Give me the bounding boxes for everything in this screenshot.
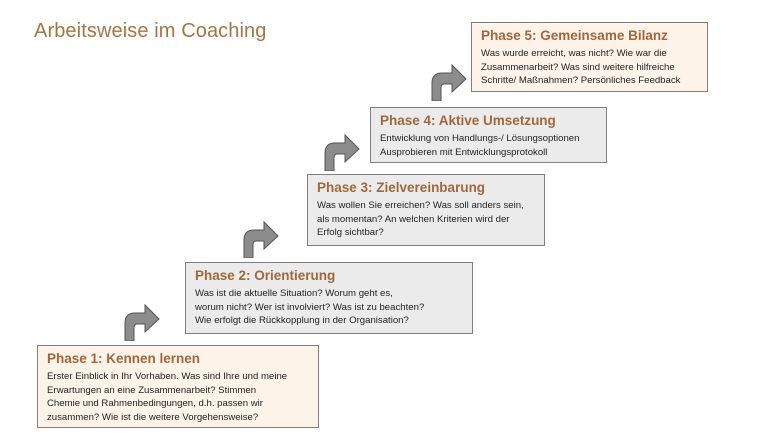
- phase-5-title: Phase 5: Gemeinsame Bilanz: [481, 28, 668, 43]
- phase-4-text-line-2: Ausprobieren mit Entwicklungsprotokoll: [380, 146, 548, 158]
- phase-5-text-line-1: Was wurde erreicht, was nicht? Wie war d…: [481, 48, 667, 59]
- phase-3-text-line-2: als momentan? An welchen Kriterien wird …: [317, 213, 510, 225]
- phase-1-text-line-4: zusammen? Wie ist die weitere Vorgehensw…: [47, 412, 259, 424]
- phase-5-text-line-3: Schritte/ Maßnahmen? Persönliches Feedba…: [481, 75, 681, 87]
- phase-4-title: Phase 4: Aktive Umsetzung: [380, 113, 556, 128]
- phase-2-text-line-2: worum nicht? Wer ist involviert? Was ist…: [195, 301, 425, 313]
- curved-up-right-arrow-icon: [324, 133, 360, 171]
- phase-3-text-line-1: Was wollen Sie erreichen? Was soll ander…: [317, 200, 524, 211]
- phase-4-box: Phase 4: Aktive Umsetzung Entwicklung vo…: [370, 107, 607, 163]
- phase-2-title: Phase 2: Orientierung: [195, 268, 336, 283]
- phase-1-title: Phase 1: Kennen lernen: [47, 351, 201, 366]
- phase-3-box: Phase 3: Zielvereinbarung Was wollen Sie…: [307, 174, 545, 246]
- phase-1-text-line-1: Erster Einblick in Ihr Vorhaben. Was sin…: [47, 371, 288, 382]
- phase-2-box: Phase 2: Orientierung Was ist die aktuel…: [185, 262, 473, 334]
- phase-5-text-line-2: Zusammenarbeit? Was sind weitere hilfrei…: [481, 61, 675, 73]
- phase-1-text-line-2: Erwartungen an eine Zusammenarbeit? Stim…: [47, 384, 257, 396]
- phase-3-title: Phase 3: Zielvereinbarung: [317, 180, 486, 195]
- phase-4-text-line-1: Entwicklung von Handlungs-/ Lösungsoptio…: [380, 133, 580, 144]
- curved-up-right-arrow-icon: [124, 303, 160, 341]
- phase-2-text-line-1: Was ist die aktuelle Situation? Worum ge…: [195, 288, 393, 299]
- curved-up-right-arrow-icon: [243, 220, 279, 258]
- phase-3-text-line-3: Erfolg sichtbar?: [317, 227, 384, 239]
- page-title: Arbeitsweise im Coaching: [34, 20, 267, 42]
- phase-1-text-line-3: Chemie und Rahmenbedingungen, d.h. passe…: [47, 398, 263, 410]
- phase-5-box: Phase 5: Gemeinsame Bilanz Was wurde err…: [471, 22, 708, 92]
- curved-up-right-arrow-icon: [431, 63, 467, 101]
- phase-1-box: Phase 1: Kennen lernen Erster Einblick i…: [37, 345, 319, 428]
- phase-2-text-line-3: Wie erfolgt die Rückkopplung in der Orga…: [195, 315, 409, 327]
